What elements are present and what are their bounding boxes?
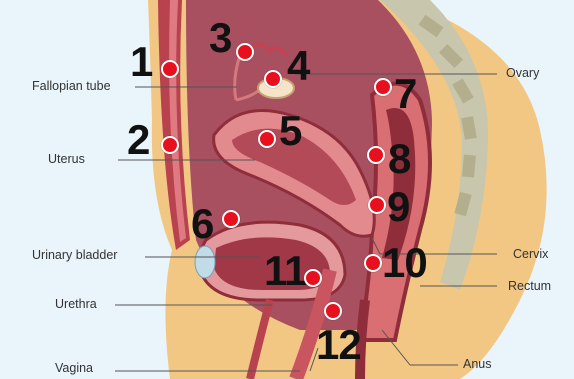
marker-number-1: 1: [130, 41, 152, 83]
marker-number-10: 10: [382, 242, 427, 284]
marker-dot-5[interactable]: [258, 130, 276, 148]
marker-number-8: 8: [388, 138, 410, 180]
marker-number-2: 2: [127, 119, 149, 161]
marker-dot-3[interactable]: [236, 43, 254, 61]
marker-number-7: 7: [394, 73, 416, 115]
marker-dot-9[interactable]: [368, 196, 386, 214]
label-anus: Anus: [463, 357, 492, 371]
label-urethra: Urethra: [55, 297, 97, 311]
marker-dot-1[interactable]: [161, 60, 179, 78]
marker-dot-2[interactable]: [161, 136, 179, 154]
marker-dot-7[interactable]: [374, 78, 392, 96]
marker-dot-6[interactable]: [222, 210, 240, 228]
label-fallopian-tube: Fallopian tube: [32, 79, 111, 93]
marker-dot-11[interactable]: [304, 269, 322, 287]
marker-number-11: 11: [264, 250, 306, 292]
marker-dot-8[interactable]: [367, 146, 385, 164]
marker-dot-10[interactable]: [364, 254, 382, 272]
marker-number-6: 6: [191, 203, 213, 245]
marker-number-3: 3: [209, 17, 231, 59]
marker-dot-12[interactable]: [324, 302, 342, 320]
label-ovary: Ovary: [506, 66, 539, 80]
label-urinary-bladder: Urinary bladder: [32, 248, 117, 262]
marker-number-12: 12: [316, 324, 361, 366]
marker-number-5: 5: [279, 110, 301, 152]
label-uterus: Uterus: [48, 152, 85, 166]
label-rectum: Rectum: [508, 279, 551, 293]
marker-dot-4[interactable]: [264, 70, 282, 88]
marker-number-9: 9: [387, 186, 409, 228]
label-cervix: Cervix: [513, 247, 548, 261]
label-vagina: Vagina: [55, 361, 93, 375]
marker-number-4: 4: [287, 45, 309, 87]
